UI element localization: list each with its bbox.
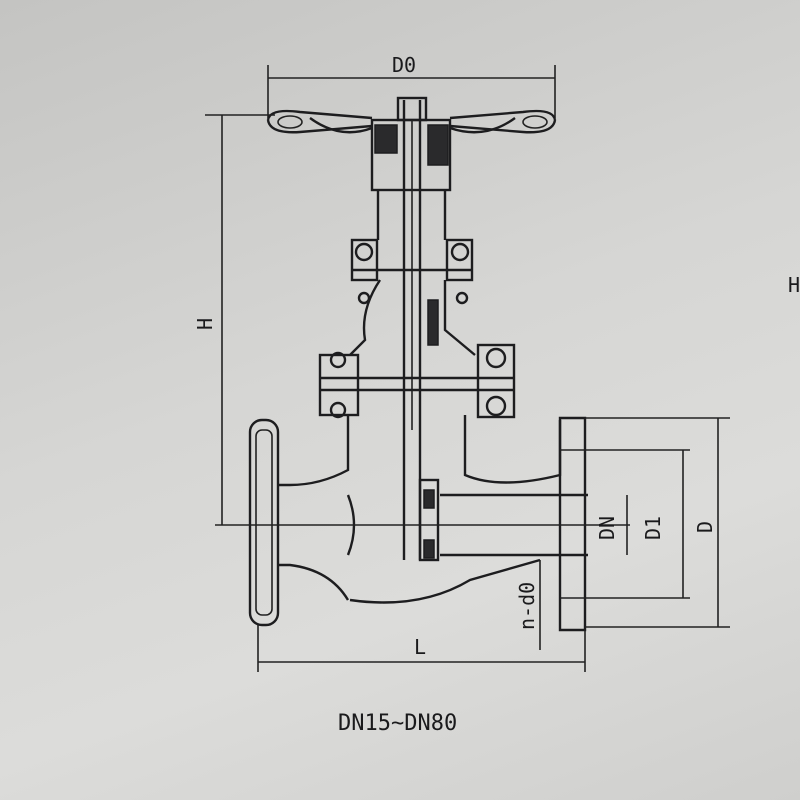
caption: DN15~DN80 (338, 711, 457, 736)
dimension-d0: D0 (267, 53, 556, 118)
valve-body (278, 415, 588, 604)
handwheel (266, 109, 557, 134)
dimension-d1: D1 (585, 449, 690, 599)
stem (402, 100, 422, 560)
label-dn: DN (595, 516, 619, 540)
bonnet (349, 279, 476, 356)
dimension-dn: DN (595, 495, 628, 555)
label-n-d0: n-d0 (515, 582, 539, 630)
right-socket (558, 416, 587, 632)
label-l: L (414, 635, 426, 659)
body-flange (318, 343, 516, 419)
label-d0: D0 (392, 53, 416, 77)
label-d: D (693, 521, 717, 533)
label-d1: D1 (641, 516, 665, 540)
dimension-h: H (193, 114, 275, 525)
yoke (370, 96, 452, 240)
dimension-d: D (585, 417, 730, 628)
dimension-n-d0: n-d0 (515, 560, 541, 650)
label-edge-fragment: H (788, 273, 800, 297)
left-flange-face (255, 429, 273, 616)
left-flange (248, 418, 280, 627)
packing (427, 299, 439, 346)
dimension-l: L (257, 625, 586, 672)
label-h: H (193, 318, 217, 330)
